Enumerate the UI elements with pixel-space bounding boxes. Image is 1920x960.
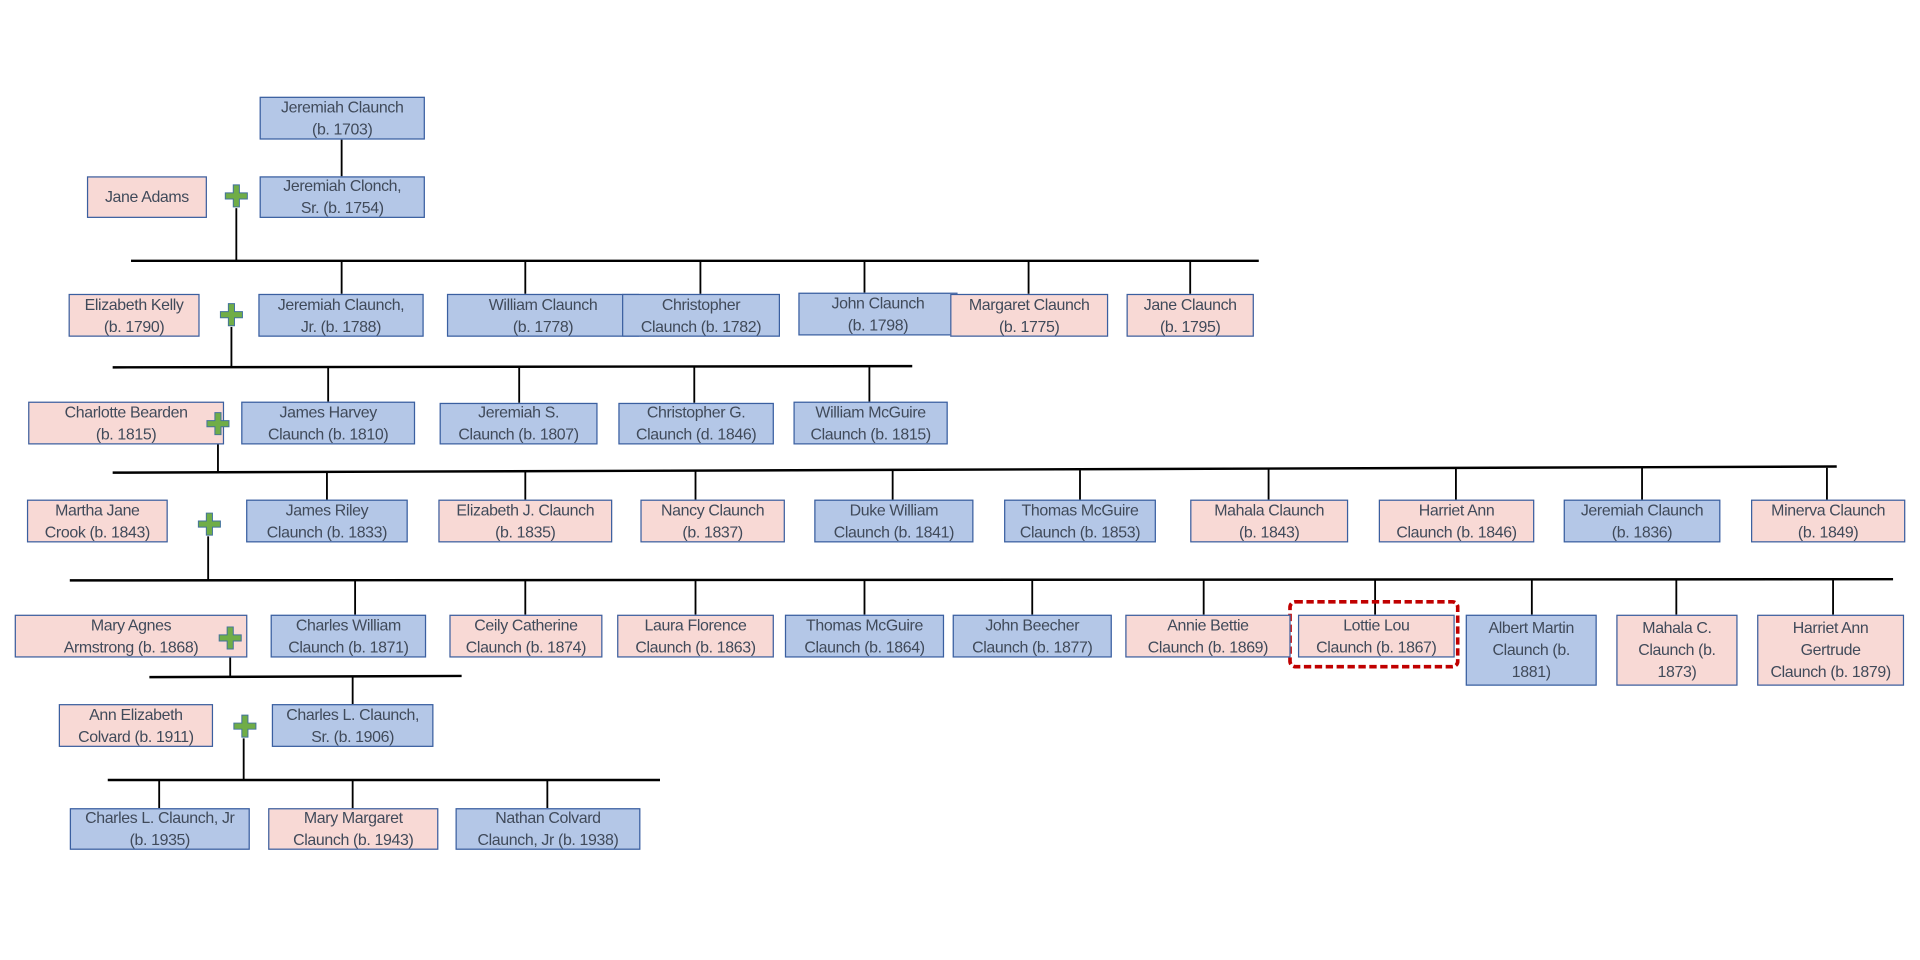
person-box[interactable]: Albert Martin Claunch (b. 1881) bbox=[1465, 614, 1597, 686]
person-box[interactable]: James Riley Claunch (b. 1833) bbox=[246, 499, 408, 543]
person-box[interactable]: Mary Agnes Armstrong (b. 1868) bbox=[14, 614, 248, 658]
person-box[interactable]: John Claunch (b. 1798) bbox=[798, 292, 958, 336]
person-box[interactable]: Minerva Claunch (b. 1849) bbox=[1751, 499, 1906, 543]
marriage-plus-icon bbox=[224, 184, 248, 208]
person-box[interactable]: Annie Bettie Claunch (b. 1869) bbox=[1125, 614, 1291, 658]
person-box[interactable]: Margaret Claunch (b. 1775) bbox=[950, 293, 1109, 337]
person-box[interactable]: Charles William Claunch (b. 1871) bbox=[270, 614, 427, 658]
person-box[interactable]: Harriet Ann Claunch (b. 1846) bbox=[1378, 499, 1535, 543]
person-box[interactable]: Thomas McGuire Claunch (b. 1864) bbox=[784, 614, 945, 658]
person-box[interactable]: Ann Elizabeth Colvard (b. 1911) bbox=[58, 704, 214, 747]
person-box[interactable]: Mary Margaret Claunch (b. 1943) bbox=[268, 808, 439, 850]
person-box[interactable]: William McGuire Claunch (b. 1815) bbox=[793, 401, 948, 445]
person-box[interactable]: Jeremiah Claunch, Jr. (b. 1788) bbox=[258, 293, 424, 337]
person-box[interactable]: Charlotte Bearden (b. 1815) bbox=[28, 401, 225, 445]
person-box[interactable]: Christopher Claunch (b. 1782) bbox=[622, 293, 781, 337]
person-box[interactable]: William Claunch (b. 1778) bbox=[446, 293, 640, 337]
person-box[interactable]: Jeremiah Claunch (b. 1836) bbox=[1563, 499, 1721, 543]
person-box[interactable]: Charles L. Claunch, Sr. (b. 1906) bbox=[271, 704, 434, 747]
person-box[interactable]: Nancy Claunch (b. 1837) bbox=[640, 499, 785, 543]
person-box[interactable]: Lottie Lou Claunch (b. 1867) bbox=[1297, 614, 1455, 658]
marriage-plus-icon bbox=[206, 412, 230, 436]
person-box[interactable]: Mahala C. Claunch (b. 1873) bbox=[1616, 614, 1738, 686]
person-box[interactable]: Laura Florence Claunch (b. 1863) bbox=[617, 614, 774, 658]
person-box[interactable]: Martha Jane Crook (b. 1843) bbox=[26, 499, 168, 543]
person-box[interactable]: Ceily Catherine Claunch (b. 1874) bbox=[449, 614, 603, 658]
person-box[interactable]: Charles L. Claunch, Jr (b. 1935) bbox=[69, 808, 250, 850]
person-box[interactable]: Jeremiah S. Claunch (b. 1807) bbox=[439, 402, 598, 445]
person-box[interactable]: Thomas McGuire Claunch (b. 1853) bbox=[1004, 499, 1156, 543]
person-box[interactable]: Jane Claunch (b. 1795) bbox=[1126, 293, 1254, 337]
person-box[interactable]: Jane Adams bbox=[86, 176, 207, 218]
person-box[interactable]: Elizabeth Kelly (b. 1790) bbox=[68, 293, 200, 337]
marriage-plus-icon bbox=[218, 626, 242, 650]
person-box[interactable]: Christopher G. Claunch (d. 1846) bbox=[618, 402, 774, 445]
person-box[interactable]: Mahala Claunch (b. 1843) bbox=[1190, 499, 1349, 543]
person-box[interactable]: James Harvey Claunch (b. 1810) bbox=[241, 401, 416, 445]
person-box[interactable]: John Beecher Claunch (b. 1877) bbox=[952, 614, 1112, 658]
marriage-plus-icon bbox=[233, 714, 257, 738]
person-box[interactable]: Nathan Colvard Claunch, Jr (b. 1938) bbox=[455, 808, 641, 850]
person-box[interactable]: Harriet Ann Gertrude Claunch (b. 1879) bbox=[1757, 614, 1905, 686]
person-box[interactable]: Jeremiah Claunch (b. 1703) bbox=[259, 96, 425, 140]
marriage-plus-icon bbox=[219, 303, 243, 327]
marriage-plus-icon bbox=[197, 512, 221, 536]
person-box[interactable]: Elizabeth J. Claunch (b. 1835) bbox=[438, 499, 613, 543]
person-box[interactable]: Jeremiah Clonch, Sr. (b. 1754) bbox=[259, 176, 425, 218]
person-box[interactable]: Duke William Claunch (b. 1841) bbox=[814, 499, 974, 543]
